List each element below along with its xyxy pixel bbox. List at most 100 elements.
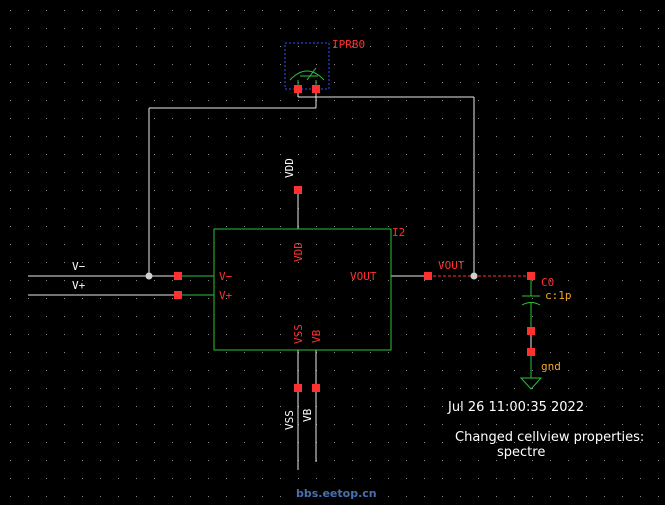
grid-dot bbox=[640, 262, 641, 263]
grid-dot bbox=[262, 352, 263, 353]
pin-cap-bottom[interactable] bbox=[527, 327, 535, 335]
grid-dot bbox=[118, 136, 119, 137]
grid-dot bbox=[298, 262, 299, 263]
pin-vout[interactable] bbox=[424, 272, 432, 280]
grid-dot bbox=[442, 334, 443, 335]
grid-dot bbox=[172, 334, 173, 335]
grid-dot bbox=[478, 46, 479, 47]
grid-dot bbox=[604, 370, 605, 371]
grid-dot bbox=[100, 64, 101, 65]
grid-dot bbox=[568, 154, 569, 155]
grid-dot bbox=[478, 460, 479, 461]
grid-dot bbox=[568, 442, 569, 443]
grid-dot bbox=[190, 46, 191, 47]
pin-vdd[interactable] bbox=[294, 186, 302, 194]
grid-dot bbox=[640, 424, 641, 425]
grid-dot bbox=[604, 316, 605, 317]
grid-dot bbox=[424, 316, 425, 317]
grid-dot bbox=[496, 10, 497, 11]
grid-dot bbox=[550, 172, 551, 173]
grid-dot bbox=[226, 424, 227, 425]
grid-dot bbox=[334, 298, 335, 299]
grid-dot bbox=[154, 496, 155, 497]
grid-dot bbox=[64, 424, 65, 425]
grid-dot bbox=[514, 226, 515, 227]
grid-dot bbox=[100, 460, 101, 461]
grid-dot bbox=[118, 424, 119, 425]
capacitor-c0[interactable] bbox=[521, 276, 541, 331]
grid-dot bbox=[316, 208, 317, 209]
grid-dot bbox=[388, 82, 389, 83]
grid-dot bbox=[10, 100, 11, 101]
grid-dot bbox=[100, 118, 101, 119]
grid-dot bbox=[100, 496, 101, 497]
grid-dot bbox=[550, 10, 551, 11]
grid-dot bbox=[100, 370, 101, 371]
grid-dot bbox=[586, 370, 587, 371]
grid-dot bbox=[586, 478, 587, 479]
grid-dot bbox=[136, 190, 137, 191]
grid-dot bbox=[334, 424, 335, 425]
current-probe[interactable] bbox=[284, 42, 330, 90]
junction-vout bbox=[470, 272, 478, 280]
grid-dot bbox=[10, 10, 11, 11]
grid-dot bbox=[532, 496, 533, 497]
grid-dot bbox=[190, 154, 191, 155]
grid-dot bbox=[262, 154, 263, 155]
grid-dot bbox=[658, 154, 659, 155]
grid-dot bbox=[82, 190, 83, 191]
net-label-vss: VSS bbox=[283, 410, 296, 430]
grid-dot bbox=[64, 226, 65, 227]
grid-dot bbox=[586, 316, 587, 317]
grid-dot bbox=[352, 298, 353, 299]
grid-dot bbox=[604, 334, 605, 335]
amplifier-symbol-box[interactable] bbox=[213, 228, 392, 351]
grid-dot bbox=[298, 316, 299, 317]
pin-probe-left[interactable] bbox=[294, 85, 302, 93]
grid-dot bbox=[550, 46, 551, 47]
grid-dot bbox=[10, 388, 11, 389]
grid-dot bbox=[280, 406, 281, 407]
grid-dot bbox=[244, 100, 245, 101]
grid-dot bbox=[370, 46, 371, 47]
pin-probe-right[interactable] bbox=[312, 85, 320, 93]
grid-dot bbox=[424, 280, 425, 281]
grid-dot bbox=[424, 10, 425, 11]
pin-v-minus[interactable] bbox=[174, 272, 182, 280]
grid-dot bbox=[172, 28, 173, 29]
grid-dot bbox=[442, 172, 443, 173]
grid-dot bbox=[172, 478, 173, 479]
grid-dot bbox=[604, 208, 605, 209]
grid-dot bbox=[82, 10, 83, 11]
grid-dot bbox=[244, 208, 245, 209]
grid-dot bbox=[532, 190, 533, 191]
grid-dot bbox=[226, 460, 227, 461]
grid-dot bbox=[64, 136, 65, 137]
grid-dot bbox=[262, 208, 263, 209]
grid-dot bbox=[406, 172, 407, 173]
pin-cap-top[interactable] bbox=[527, 272, 535, 280]
pin-vss[interactable] bbox=[294, 384, 302, 392]
grid-dot bbox=[46, 478, 47, 479]
grid-dot bbox=[244, 46, 245, 47]
grid-dot bbox=[136, 28, 137, 29]
grid-dot bbox=[208, 262, 209, 263]
grid-dot bbox=[496, 154, 497, 155]
pin-gnd[interactable] bbox=[527, 348, 535, 356]
ground-symbol[interactable] bbox=[519, 352, 543, 390]
grid-dot bbox=[478, 136, 479, 137]
grid-dot bbox=[136, 82, 137, 83]
grid-dot bbox=[100, 406, 101, 407]
grid-dot bbox=[514, 244, 515, 245]
grid-dot bbox=[550, 352, 551, 353]
pin-vb[interactable] bbox=[312, 384, 320, 392]
grid-dot bbox=[118, 226, 119, 227]
grid-dot bbox=[442, 64, 443, 65]
grid-dot bbox=[190, 442, 191, 443]
pin-v-plus[interactable] bbox=[174, 291, 182, 299]
grid-dot bbox=[136, 208, 137, 209]
grid-dot bbox=[586, 172, 587, 173]
grid-dot bbox=[298, 28, 299, 29]
grid-dot bbox=[316, 46, 317, 47]
